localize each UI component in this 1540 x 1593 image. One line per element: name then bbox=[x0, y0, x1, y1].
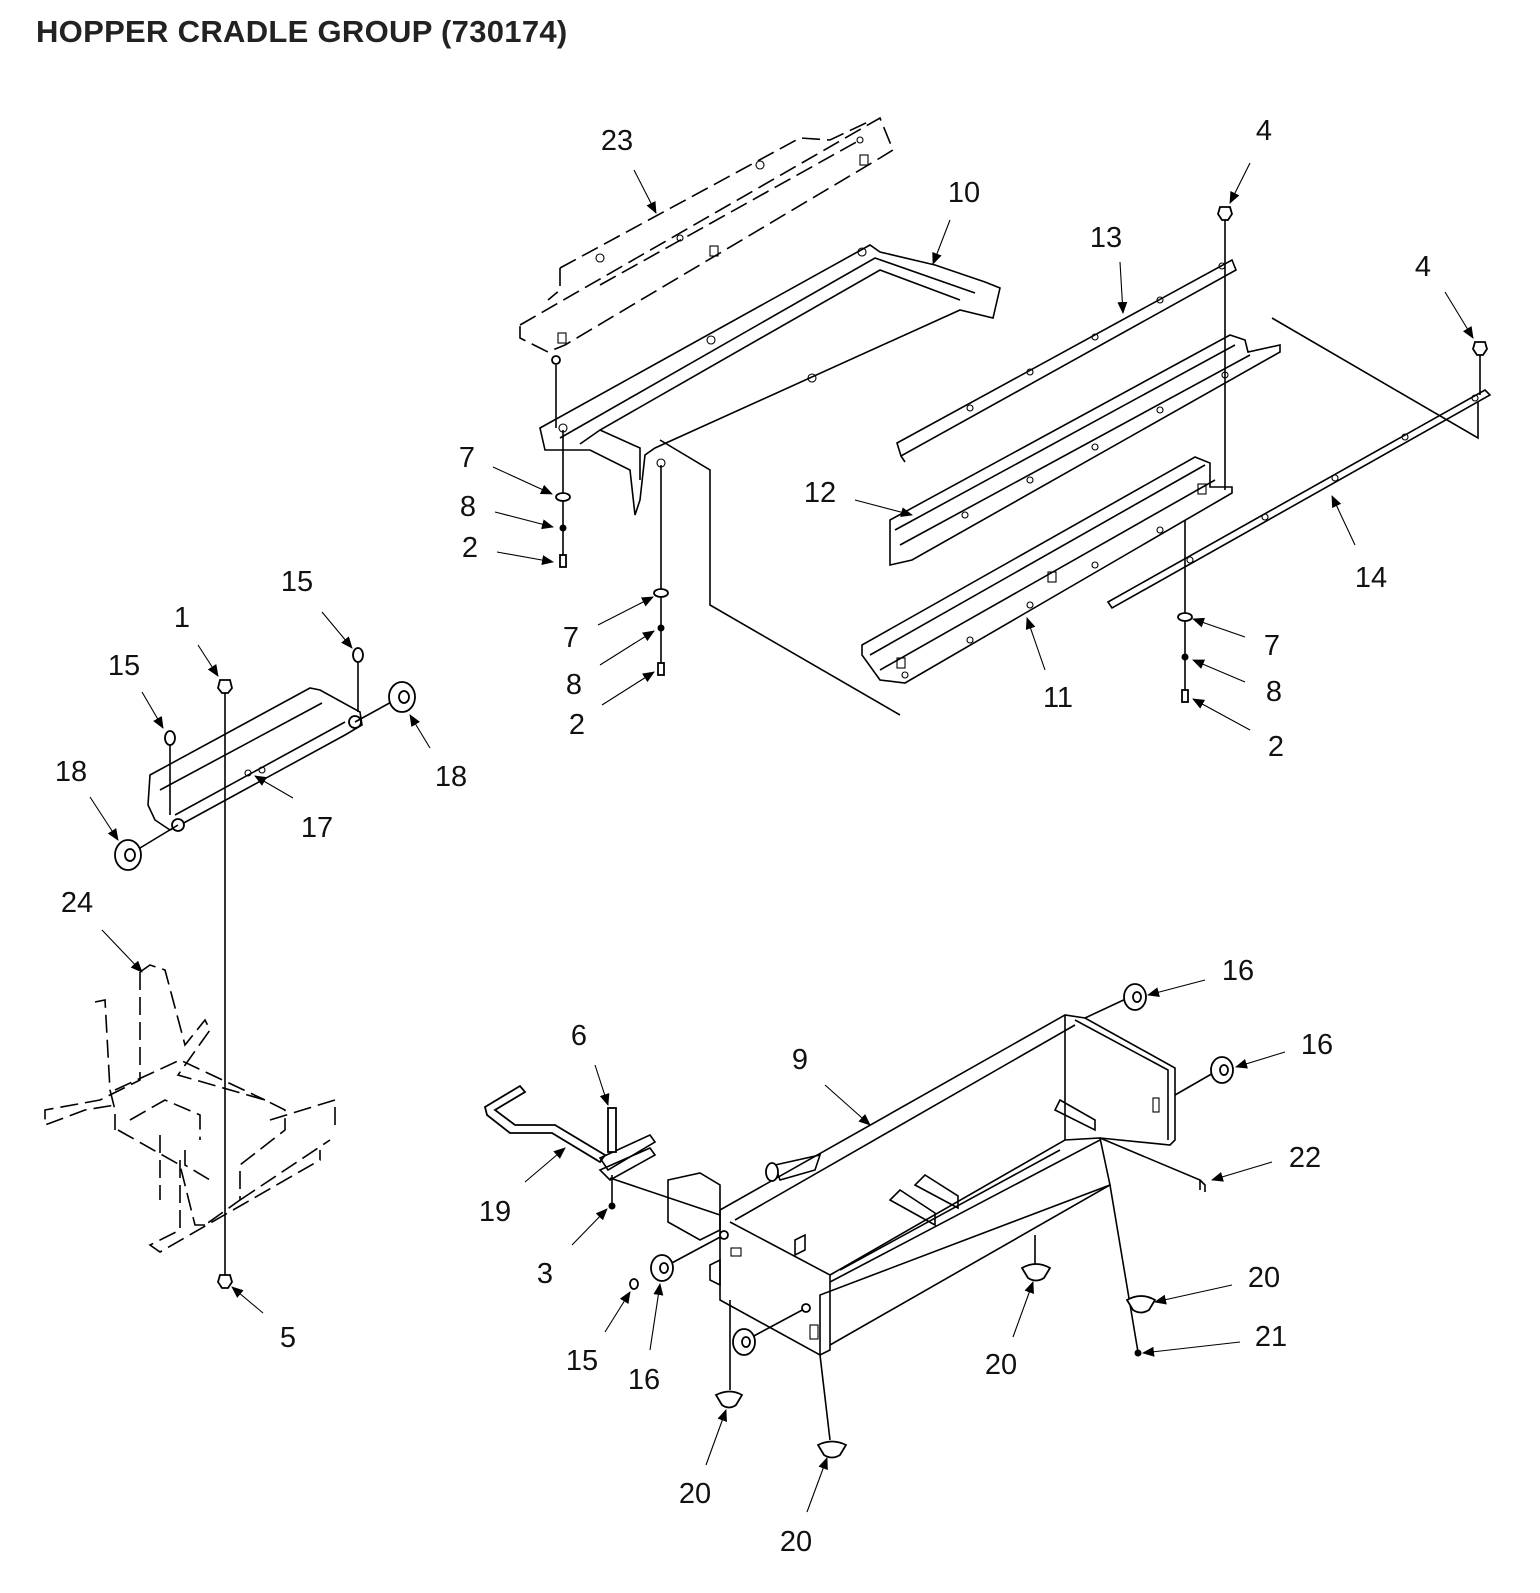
callout-16-box: 16 bbox=[628, 1364, 660, 1396]
part-1-bolt-line bbox=[217, 679, 233, 1289]
callout-20-right: 20 bbox=[1248, 1262, 1280, 1294]
callout-18-right: 18 bbox=[435, 761, 467, 793]
callout-8-right: 8 bbox=[1266, 676, 1282, 708]
callout-20-left: 20 bbox=[679, 1478, 711, 1510]
callout-16-top: 16 bbox=[1222, 955, 1254, 987]
diagram-title: HOPPER CRADLE GROUP (730174) bbox=[36, 14, 568, 49]
part-22-plate bbox=[1199, 1179, 1206, 1192]
callout-8-middle: 8 bbox=[566, 669, 582, 701]
callout-20-middle: 20 bbox=[985, 1349, 1017, 1381]
callout-7-right: 7 bbox=[1264, 630, 1280, 662]
part-13-rail bbox=[896, 258, 1238, 463]
callout-3: 3 bbox=[537, 1258, 553, 1290]
part-11-channel bbox=[861, 456, 1233, 684]
callout-6: 6 bbox=[571, 1020, 587, 1052]
callout-23: 23 bbox=[601, 125, 633, 157]
callout-20-bottom: 20 bbox=[780, 1526, 812, 1558]
callout-16-right: 16 bbox=[1301, 1029, 1333, 1061]
part-14-flat-bar bbox=[1106, 317, 1492, 610]
part-19-handle bbox=[483, 1084, 721, 1216]
callout-8-left: 8 bbox=[460, 491, 476, 523]
callout-17: 17 bbox=[301, 812, 333, 844]
part-18-rollers bbox=[114, 681, 416, 871]
callout-15-arm-right: 15 bbox=[281, 566, 313, 598]
part-23-bracket bbox=[519, 116, 894, 428]
callout-15-box: 15 bbox=[566, 1345, 598, 1377]
callout-4-upper: 4 bbox=[1256, 115, 1272, 147]
callout-24: 24 bbox=[61, 887, 93, 919]
callout-19: 19 bbox=[479, 1196, 511, 1228]
callout-10: 10 bbox=[948, 177, 980, 209]
callout-7-middle: 7 bbox=[563, 622, 579, 654]
callout-14: 14 bbox=[1355, 562, 1387, 594]
callout-9: 9 bbox=[792, 1044, 808, 1076]
callout-15-arm-left: 15 bbox=[108, 650, 140, 682]
callout-12: 12 bbox=[804, 477, 836, 509]
callout-22: 22 bbox=[1289, 1142, 1321, 1174]
part-15-clips-arm bbox=[164, 647, 364, 815]
callout-1: 1 bbox=[174, 602, 190, 634]
callout-11: 11 bbox=[1043, 682, 1073, 714]
part-10-top-tray bbox=[539, 244, 1001, 716]
callout-5: 5 bbox=[280, 1322, 296, 1354]
callout-2-right: 2 bbox=[1268, 731, 1284, 763]
callout-2-left: 2 bbox=[462, 532, 478, 564]
part-17-arm bbox=[147, 687, 363, 832]
part-9-cradle-box bbox=[667, 1014, 1201, 1356]
callout-21: 21 bbox=[1255, 1321, 1287, 1353]
part-16-rollers bbox=[629, 983, 1234, 1356]
callout-2-middle: 2 bbox=[569, 709, 585, 741]
callout-7-left: 7 bbox=[459, 442, 475, 474]
callout-13: 13 bbox=[1090, 222, 1122, 254]
part-12-channel bbox=[889, 334, 1281, 567]
callout-18-left: 18 bbox=[55, 756, 87, 788]
leader-arrows bbox=[89, 162, 1474, 1513]
hardware-stacks-top bbox=[555, 206, 1488, 703]
part-24-frame bbox=[44, 964, 336, 1253]
callout-4-right: 4 bbox=[1415, 251, 1431, 283]
callout-labels: 23 10 4 13 4 7 8 2 12 14 7 8 2 11 7 8 2 … bbox=[55, 115, 1431, 1558]
part-20-feet bbox=[714, 1184, 1157, 1459]
